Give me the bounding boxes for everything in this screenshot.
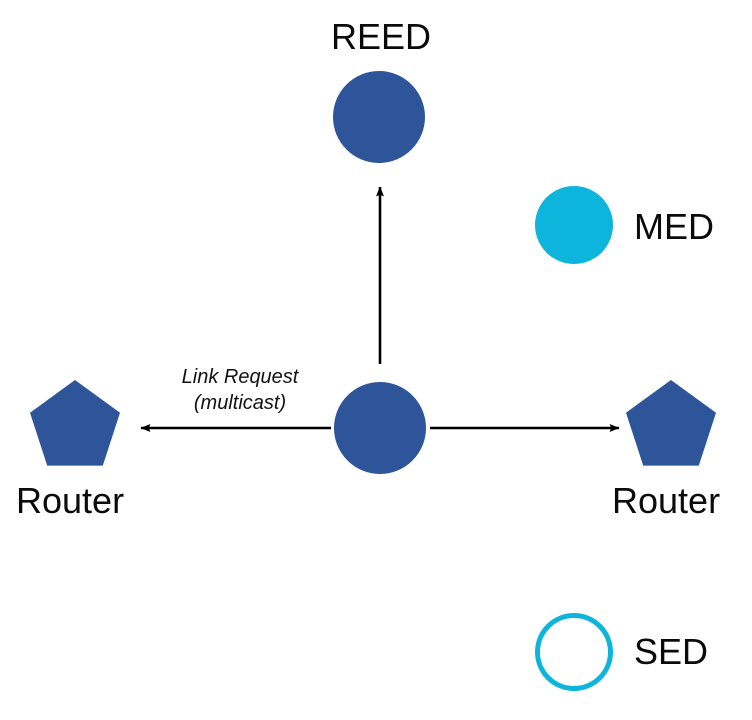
nodes-group: [30, 71, 716, 691]
node-label-router-right: Router: [612, 480, 721, 521]
edges-group: [140, 186, 620, 432]
edge-label-line-1: Link Request: [181, 366, 299, 388]
node-reed[interactable]: [333, 71, 425, 163]
node-label-med: MED: [634, 206, 714, 247]
node-router-right[interactable]: [626, 380, 716, 466]
edge-label-link-request: Link Request (multicast): [170, 364, 310, 416]
node-sed[interactable]: [535, 613, 613, 691]
node-med[interactable]: [535, 186, 613, 264]
node-sender[interactable]: [334, 382, 426, 474]
edge-label-line-2: (multicast): [193, 392, 287, 414]
node-label-router-left: Router: [16, 480, 125, 521]
node-label-sed: SED: [634, 631, 709, 672]
node-router-left[interactable]: [30, 380, 120, 466]
node-label-reed: REED: [331, 16, 432, 57]
